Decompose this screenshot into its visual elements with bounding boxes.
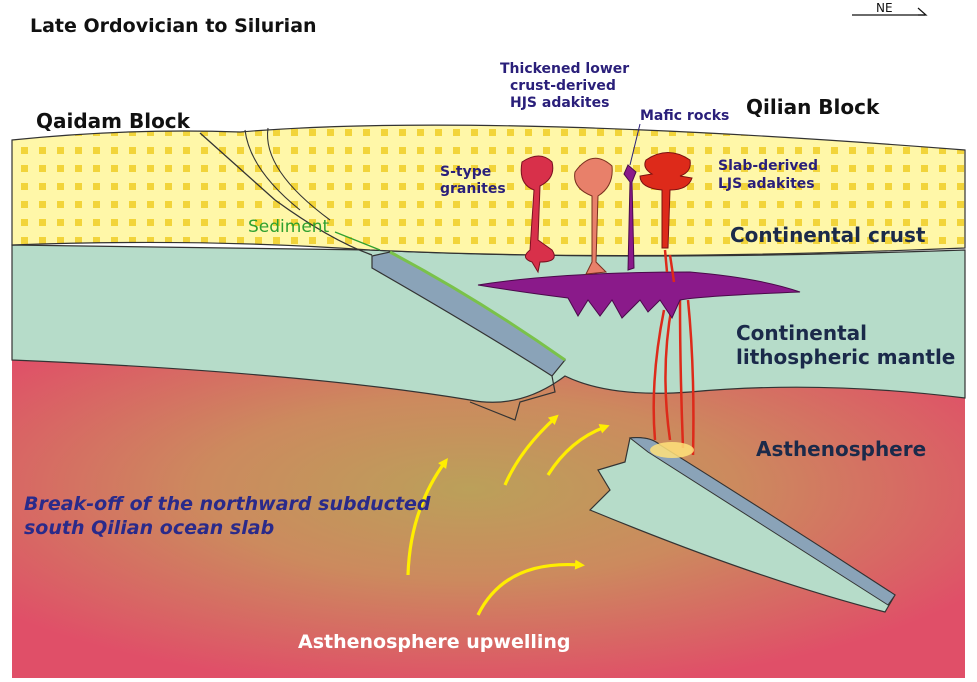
label-mantle-line1: Continental (736, 321, 867, 345)
upwelling-caption: Asthenosphere upwelling (298, 631, 571, 653)
label-hjs-1: Thickened lower (500, 61, 629, 77)
label-mafic: Mafic rocks (640, 108, 729, 124)
breakoff-caption-2: south Qilian ocean slab (24, 517, 274, 539)
label-sediment: Sediment (248, 217, 330, 237)
block-label-qaidam: Qaidam Block (36, 109, 191, 133)
orientation-indicator: NE (852, 1, 926, 15)
label-ljs-2: LJS adakites (718, 176, 815, 192)
label-s-type-1: S-type (440, 164, 491, 180)
label-hjs-3: HJS adakites (510, 95, 609, 111)
label-continental-crust: Continental crust (730, 223, 926, 247)
label-hjs-2: crust-derived (510, 78, 616, 94)
breakoff-caption-1: Break-off of the northward subducted (24, 493, 431, 515)
block-label-qilian: Qilian Block (746, 95, 880, 119)
label-ljs-1: Slab-derived (718, 158, 818, 174)
label-s-type-2: granites (440, 181, 506, 197)
label-mantle-line2: lithospheric mantle (736, 345, 955, 369)
label-asthenosphere: Asthenosphere (756, 437, 926, 461)
diagram-title: Late Ordovician to Silurian (30, 15, 317, 37)
orientation-label: NE (876, 1, 893, 15)
